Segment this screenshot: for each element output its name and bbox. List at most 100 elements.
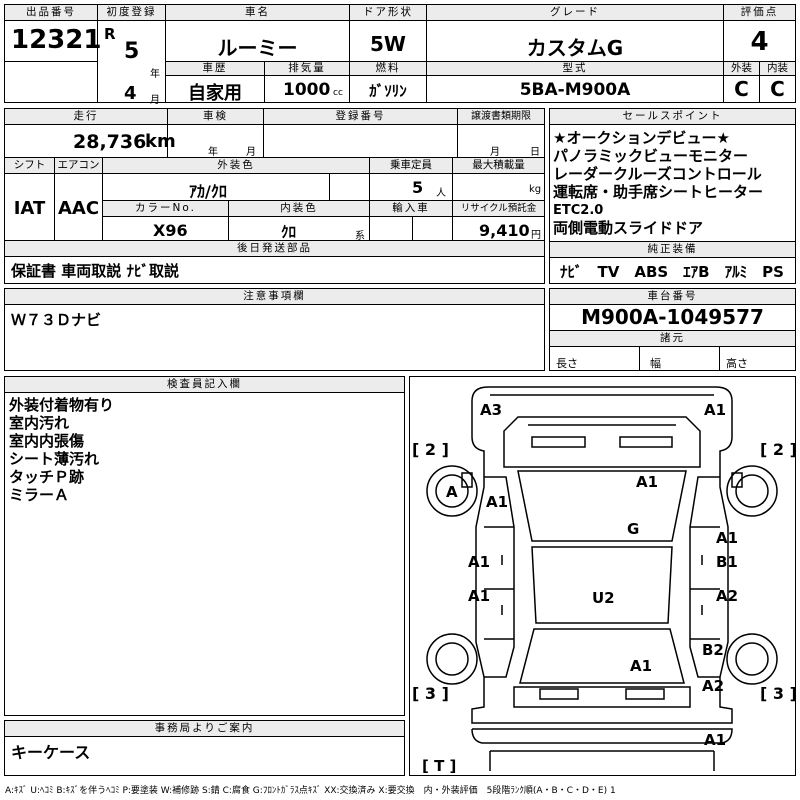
later-parts-cell: 後日発送部品 保証書 車両取説 ﾅﾋﾞ取説 (4, 240, 545, 284)
grade-cell: グレード カスタムG (426, 4, 724, 62)
interior-grade-cell: 内装 C (759, 61, 796, 103)
equipment: ﾅﾋﾞ TV ABS ｴｱB ｱﾙﾐ PS PW (560, 263, 800, 281)
mark-a1-left-front-door: A1 (468, 553, 490, 571)
notes-cell: 注意事項欄 Ｗ７３Ｄナビ (4, 288, 545, 371)
mark-a2-right-rear: A2 (702, 677, 724, 695)
car-name-cell: 車名 ルーミー (165, 4, 350, 62)
inspector-line-6: ミラーＡ (9, 486, 70, 504)
chassis-cell: 車台番号 M900A-1049577 (549, 288, 796, 331)
aircon-label: エアコン (55, 158, 102, 174)
mark-a1-roof: A1 (636, 473, 658, 491)
int-color-unit: 系 (355, 231, 365, 242)
reg-number-cell: 登録番号 (263, 108, 458, 158)
door-cell: ドア形状 5W (349, 4, 427, 62)
car-outline (471, 401, 733, 724)
office-text: キーケース (11, 743, 91, 762)
mileage: 28,736 (73, 131, 147, 153)
first-reg-label: 初度登録 (98, 5, 165, 21)
mark-wheel-a: A (446, 483, 458, 501)
mark-u2-roof: U2 (592, 589, 615, 607)
lot-number-cell: 出品番号 12321 (4, 4, 102, 62)
color-no-cell: カラーNo. X96 (102, 200, 229, 241)
mark-b2-right-quarter: B2 (702, 641, 724, 659)
trunk-outline (489, 750, 715, 771)
bracket-top-right: [ 2 ] (760, 440, 795, 459)
wheel-rear-left (426, 633, 478, 685)
grade: カスタムG (526, 36, 624, 60)
mark-g-windshield: G (627, 520, 639, 538)
history: 自家用 (188, 83, 242, 104)
shift-cell: シフト IAT (4, 157, 55, 241)
damage-diagram-cell: A3 A1 [ 2 ] [ 2 ] A A1 A1 G A1 A1 B1 A1 … (409, 376, 796, 776)
mark-a3-top: A3 (480, 401, 502, 419)
doc-deadline-label: 譲渡書類期限 (458, 109, 544, 125)
exterior-label: 外装 (723, 61, 760, 76)
sales-points-cell: セールスポイント ★オークションデビュー★ パノラミックビューモニター レーダー… (549, 108, 796, 242)
door: 5W (370, 32, 406, 56)
equipment-cell: 純正装備 ﾅﾋﾞ TV ABS ｴｱB ｱﾙﾐ PS PW (549, 241, 800, 284)
first-reg-cell: 初度登録 R 5 年 4 月 (97, 4, 166, 106)
lot-number-label: 出品番号 (5, 5, 97, 21)
mark-a1-left-rear-door: A1 (468, 587, 490, 605)
aircon: AAC (57, 198, 100, 219)
seats-unit: 人 (436, 188, 446, 199)
model-code-label: 型式 (426, 61, 724, 76)
history-label: 車歴 (165, 61, 265, 76)
office-label: 事務局よりご案内 (5, 721, 404, 737)
shift-label: シフト (5, 158, 54, 174)
recycle-label: リサイクル預託金 (453, 201, 544, 217)
max-load-unit: kg (529, 184, 542, 195)
length-label: 長さ (556, 357, 578, 370)
inspector-line-5: タッチＰ跡 (9, 468, 85, 486)
displacement-cell: 排気量 1000 cc (264, 61, 350, 103)
car-damage-diagram: A3 A1 [ 2 ] [ 2 ] A A1 A1 G A1 A1 B1 A1 … (412, 386, 795, 775)
score-cell: 評価点 4 (723, 4, 796, 62)
car-name-label: 車名 (166, 5, 349, 21)
mark-a2-right-rear-door: A2 (716, 587, 738, 605)
car-name: ルーミー (217, 36, 298, 60)
reg-month: 4 (124, 83, 137, 104)
lot-number: 12321 (11, 25, 102, 55)
int-color-cell: 内装色 ｸﾛ 系 (228, 200, 370, 242)
office-cell: 事務局よりご案内 キーケース (4, 720, 405, 776)
doc-deadline-cell: 譲渡書類期限 月 日 (457, 108, 545, 158)
equipment-label: 純正装備 (550, 242, 795, 258)
recycle-unit: 円 (531, 230, 541, 241)
import-cell: 輸入車 (369, 200, 453, 241)
hood (503, 416, 701, 468)
color-no: X96 (153, 221, 188, 240)
inspection-year-unit: 年 (208, 147, 218, 158)
interior-grade: C (770, 77, 785, 101)
doc-day-unit: 日 (530, 147, 540, 158)
inspector-line-2: 室内汚れ (9, 414, 70, 432)
displacement-unit: cc (333, 88, 343, 98)
mark-a1-top-right: A1 (704, 401, 726, 419)
spec-label: 諸元 (550, 331, 795, 347)
recycle-cell: リサイクル預託金 9,410 円 (452, 200, 545, 241)
inspector-label: 検査員記入欄 (5, 377, 404, 393)
reg-number-label: 登録番号 (264, 109, 457, 125)
score: 4 (750, 27, 769, 57)
reg-year: 5 (124, 39, 140, 64)
sales-points-label: セールスポイント (550, 109, 795, 125)
right-side-body (689, 476, 720, 678)
roof (531, 546, 673, 624)
mark-a1-bottom-right: A1 (704, 731, 726, 749)
fuel: ｶﾞｿﾘﾝ (369, 82, 407, 100)
inspector-line-4: シート薄汚れ (9, 450, 100, 468)
seats-cell: 乗車定員 5 人 (369, 157, 453, 201)
seats: 5 (412, 178, 424, 197)
inspection-label: 車検 (168, 109, 263, 125)
wheel-front-right (726, 465, 778, 517)
recycle: 9,410 (479, 221, 530, 240)
tailgate (513, 686, 691, 708)
bracket-bottom-left: [ 3 ] (412, 684, 449, 703)
mileage-unit: km (145, 131, 176, 152)
front-bumper (471, 386, 733, 402)
seats-label: 乗車定員 (370, 158, 452, 174)
chassis-label: 車台番号 (550, 289, 795, 305)
history-cell: 車歴 自家用 (165, 61, 265, 104)
inspector-line-3: 室内内張傷 (9, 432, 85, 450)
mileage-cell: 走行 28,736 km (4, 108, 176, 158)
chassis-number: M900A-1049577 (581, 305, 764, 329)
